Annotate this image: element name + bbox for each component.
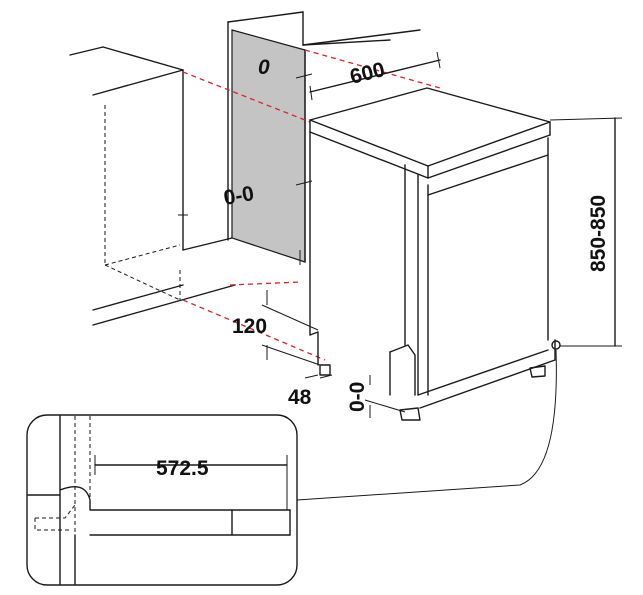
label-side-gap: 0: [258, 56, 270, 79]
inset-detail: [26, 349, 557, 586]
alignment-lines: [182, 49, 441, 361]
label-panel-gap: 0-0: [222, 182, 256, 210]
label-width: 600: [348, 58, 388, 89]
label-foot-adjust: 0-0: [346, 382, 369, 412]
label-plinth-height: 120: [232, 315, 267, 338]
dimension-lines: [261, 51, 623, 418]
label-foot-depth: 48: [288, 386, 312, 409]
label-height: 850-850: [587, 195, 610, 272]
label-inset-depth: 572.5: [156, 457, 209, 480]
side-panel: [227, 11, 421, 265]
left-cabinet: [69, 46, 236, 326]
dishwasher: [309, 87, 561, 421]
